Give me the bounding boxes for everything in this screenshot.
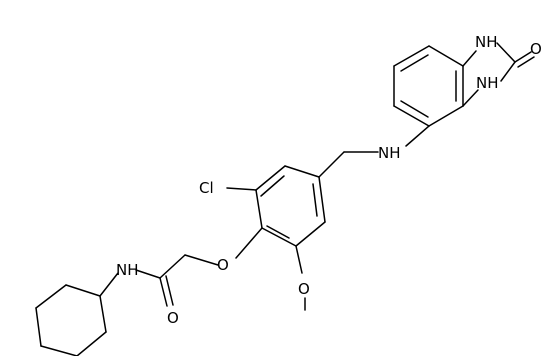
bond — [261, 227, 297, 247]
bond — [76, 331, 107, 356]
bond — [496, 42, 516, 63]
amine-nh-label: NH — [378, 144, 401, 162]
bond — [462, 50, 477, 67]
bond — [318, 151, 345, 178]
chloro-bond — [226, 187, 257, 191]
ether-ch2-bond — [184, 254, 219, 266]
chloro-label: Cl — [199, 179, 214, 197]
double-bond-inner — [400, 54, 429, 72]
ether-bond — [235, 227, 263, 259]
bond — [40, 345, 78, 356]
bond — [393, 45, 430, 67]
bond — [159, 254, 186, 279]
double-bond-inner — [266, 225, 290, 239]
double-bond-inner — [312, 183, 318, 217]
nh-top-label: NH — [475, 33, 498, 51]
bond — [318, 176, 326, 223]
bond — [405, 125, 430, 147]
bond — [99, 295, 107, 333]
bond — [428, 105, 464, 127]
carbonyl-double-bond — [514, 51, 532, 63]
carbonyl-double-bond — [165, 275, 174, 306]
methoxy-bond — [295, 245, 303, 274]
substituent-bonds — [99, 187, 306, 311]
benzimidazole-benzene-ring — [393, 45, 464, 127]
bond — [284, 165, 320, 178]
nh-bottom-label: NH — [476, 74, 499, 92]
bond — [35, 284, 67, 309]
cyclohexyl-ring — [35, 284, 107, 356]
bond — [65, 284, 101, 297]
amide-bond — [135, 269, 161, 279]
double-bond-inner — [400, 100, 429, 118]
bond — [35, 307, 42, 347]
ether-o-label: O — [217, 256, 229, 274]
bond — [500, 61, 516, 82]
carbonyl-double-bond — [517, 56, 535, 68]
aminomethyl-linker — [318, 125, 430, 178]
bond — [99, 272, 119, 297]
bond — [255, 165, 286, 191]
central-aryl-ring — [255, 165, 326, 247]
carbonyl-o-label: O — [167, 309, 179, 327]
oxo-label: O — [530, 40, 542, 58]
bond — [428, 45, 464, 67]
carbonyl-double-bond — [159, 277, 168, 307]
amide-nh-label: NH — [116, 261, 139, 279]
double-bond-inner — [260, 175, 285, 197]
bond — [295, 221, 326, 247]
bond — [393, 105, 430, 127]
imidazolone-ring — [462, 42, 535, 107]
bond — [255, 189, 263, 229]
methoxy-o-label: O — [298, 280, 310, 298]
bond — [462, 89, 479, 107]
